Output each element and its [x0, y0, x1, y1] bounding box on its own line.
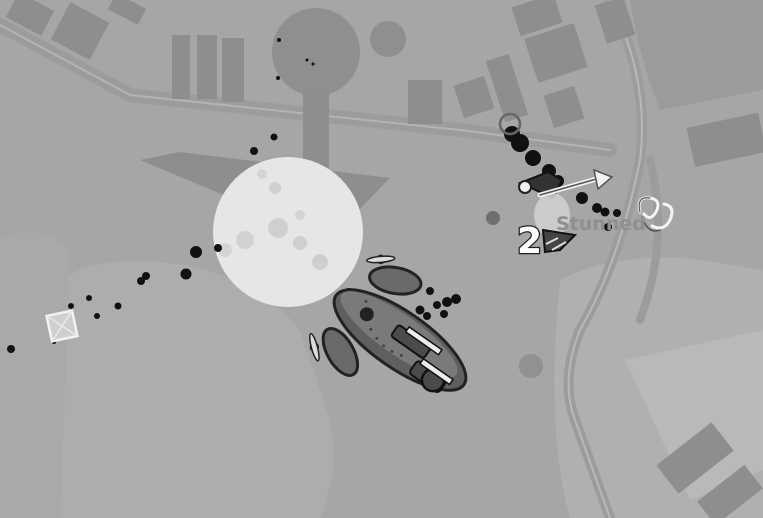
stun-swirl-icon — [637, 196, 674, 232]
damage-number: 2 — [517, 221, 542, 262]
airship-icon[interactable] — [297, 239, 503, 440]
plaza-circle — [272, 8, 360, 96]
smoke-puff — [486, 211, 500, 225]
stunned-enemy-icon[interactable] — [498, 112, 578, 254]
crate-pickup-icon[interactable] — [45, 309, 79, 343]
roads — [0, 0, 643, 518]
explosion-blast — [213, 157, 363, 307]
fountain-circle — [370, 21, 406, 57]
district-top-right — [630, 0, 763, 110]
status-label: Stunned — [556, 213, 646, 235]
round-marker — [519, 354, 543, 378]
direction-arrow-icon — [537, 168, 614, 198]
